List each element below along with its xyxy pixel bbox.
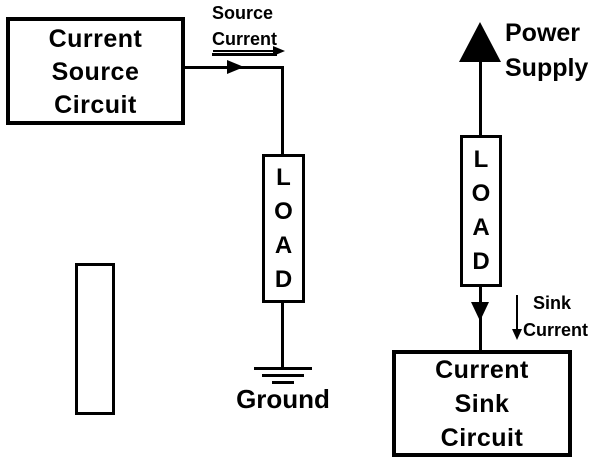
ground-line-bottom <box>272 381 294 384</box>
source-current-arrow-line <box>213 50 275 52</box>
current-sink-box-line2: Sink <box>454 389 510 418</box>
current-sink-circuit-box: Current Sink Circuit <box>392 350 572 457</box>
source-current-arrowhead-icon <box>273 46 285 56</box>
load-left-letter-d: D <box>274 265 293 293</box>
load-right-letter-o: O <box>471 180 491 207</box>
load-left-letter-o: O <box>274 197 293 225</box>
source-current-label-line2: Current <box>212 26 278 56</box>
load-box-right: L O A D <box>460 135 502 287</box>
ground-line-middle <box>262 374 304 377</box>
source-wire-arrowhead-icon <box>227 60 244 74</box>
sink-current-label-line2: Current <box>523 320 589 340</box>
load-right-letter-l: L <box>473 146 489 173</box>
source-current-label: Source Current <box>212 0 278 56</box>
load-left-letter-a: A <box>274 231 293 259</box>
sink-current-label: Sink Current <box>523 290 588 344</box>
ground-label: Ground <box>236 384 330 414</box>
current-source-circuit-box: Current Source Circuit <box>6 17 185 125</box>
current-source-box-line2: Source <box>51 58 140 86</box>
source-current-label-line1: Source <box>212 3 274 23</box>
power-supply-arrowhead-icon <box>459 22 501 62</box>
load-right-letter-d: D <box>472 248 490 275</box>
current-sink-box-line3: Circuit <box>440 423 524 452</box>
current-source-box-line1: Current <box>48 25 143 53</box>
load-left-letter-l: L <box>276 163 291 191</box>
load-box-left: L O A D <box>262 154 305 303</box>
sink-current-label-line1: Sink <box>533 293 572 313</box>
sink-current-arrow-line <box>516 295 518 331</box>
unlabeled-empty-box <box>75 263 115 415</box>
source-wire-vertical <box>281 66 284 154</box>
load-right-letter-a: A <box>472 214 490 241</box>
sink-current-arrowhead-icon <box>512 329 522 340</box>
ground-wire <box>281 303 284 368</box>
power-supply-wire <box>479 60 482 135</box>
ground-line-top <box>254 367 312 370</box>
current-source-box-line3: Circuit <box>54 91 137 119</box>
power-supply-label-line1: Power <box>505 19 581 47</box>
power-supply-label-line2: Supply <box>505 54 589 82</box>
sink-wire-arrowhead-icon <box>471 302 489 321</box>
current-sink-box-line1: Current <box>435 355 529 384</box>
power-supply-label: Power Supply <box>505 16 588 86</box>
